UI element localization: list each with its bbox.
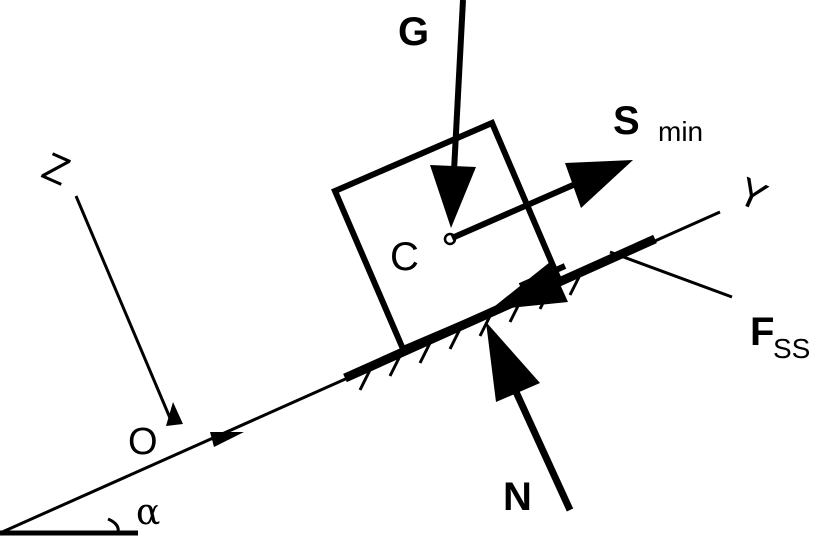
friction-label: F xyxy=(750,310,774,354)
s-force-subscript: min xyxy=(658,116,703,147)
friction-leader-line xyxy=(609,250,733,299)
block xyxy=(331,119,564,353)
friction-subscript: SS xyxy=(773,333,810,364)
gravity-arrow-head xyxy=(430,165,476,228)
s-force-label: S xyxy=(613,99,640,143)
surface-hatching xyxy=(358,270,584,391)
gravity-force-arrow xyxy=(450,0,466,191)
friction-arrow-head xyxy=(490,262,568,310)
alpha-label: α xyxy=(136,492,160,533)
s-min-arrow-head xyxy=(565,160,633,208)
origin-z-arrow-head xyxy=(166,402,183,426)
normal-force-arrow xyxy=(502,368,574,512)
gravity-label: G xyxy=(398,10,429,54)
origin-label: O xyxy=(128,421,158,463)
s-min-force-arrow xyxy=(450,179,582,241)
normal-arrow-head xyxy=(486,322,540,402)
angle-arc xyxy=(107,517,120,534)
normal-label: N xyxy=(503,475,532,519)
z-axis xyxy=(74,195,172,419)
z-axis-label: Z xyxy=(36,144,76,194)
plane-direction-arrow xyxy=(210,432,244,447)
y-axis-label: Y xyxy=(731,169,773,220)
c-label: C xyxy=(390,235,419,279)
